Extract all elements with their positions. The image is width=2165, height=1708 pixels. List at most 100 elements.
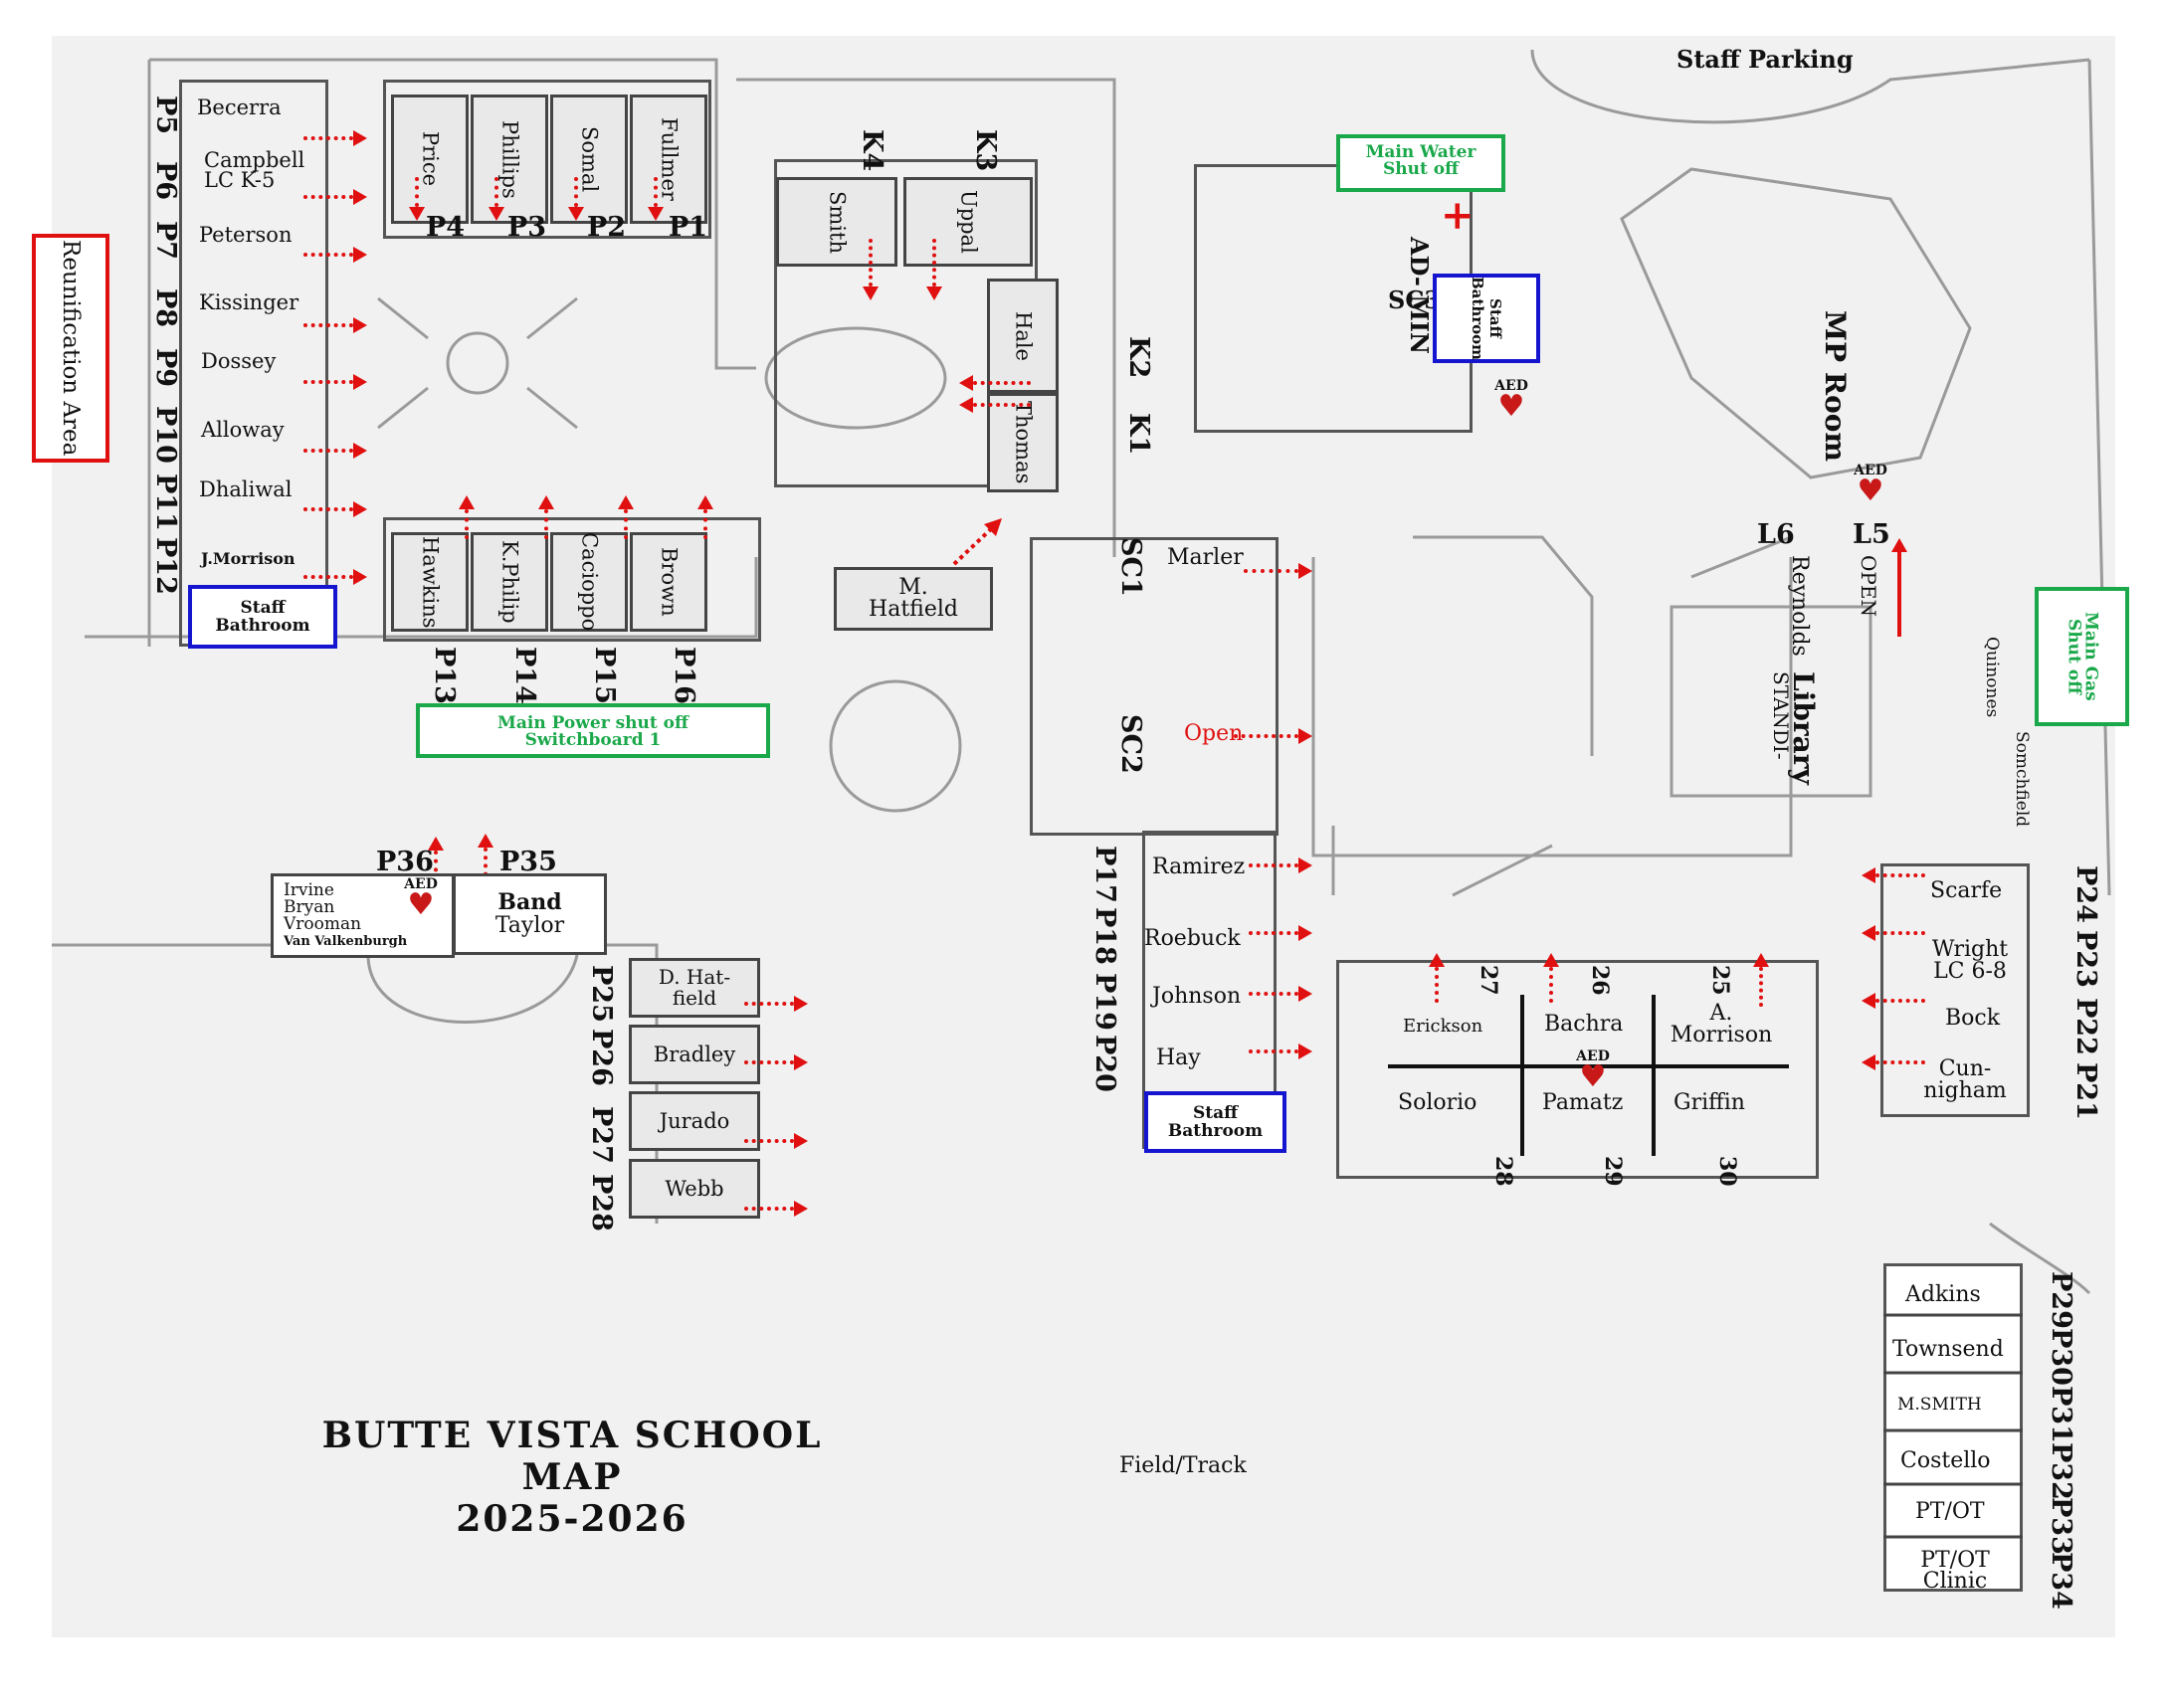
exit-arrow bbox=[1249, 925, 1312, 941]
room-uppal: Uppal bbox=[903, 177, 1033, 267]
exit-arrow bbox=[1862, 867, 1925, 883]
room-fullmer: Fullmer bbox=[630, 95, 707, 224]
room-phillips: Phillips bbox=[471, 95, 548, 224]
exit-arrow bbox=[744, 996, 808, 1012]
name-taylor: Taylor bbox=[494, 913, 565, 938]
code-l6: L6 bbox=[1757, 519, 1795, 550]
room-erickson: Erickson bbox=[1403, 1016, 1483, 1037]
staff-bathroom-hay: Staff Bathroom bbox=[1144, 1091, 1286, 1153]
code-l5: L5 bbox=[1853, 519, 1890, 550]
exit-arrow bbox=[303, 130, 367, 146]
map-title: BUTTE VISTA SCHOOL MAP 2025-2026 bbox=[284, 1415, 861, 1540]
code-sc1: SC1 bbox=[1115, 537, 1146, 597]
name-irvine: Irvine bbox=[284, 880, 334, 900]
code-p35: P35 bbox=[499, 847, 557, 877]
code-p29: P29 bbox=[2046, 1271, 2076, 1329]
aed-icon: AED♥ bbox=[1494, 378, 1528, 424]
exit-arrow bbox=[1891, 538, 1907, 637]
exit-arrow bbox=[1862, 1054, 1925, 1070]
room-townsend: Townsend bbox=[1892, 1337, 2004, 1362]
room-scarfe: Scarfe bbox=[1930, 878, 2003, 903]
room-hawkins: Hawkins bbox=[391, 532, 469, 632]
code-p16: P16 bbox=[669, 647, 699, 704]
name-bryan: Bryan bbox=[284, 897, 335, 917]
code-25: 25 bbox=[1707, 965, 1733, 996]
room-dossey: Dossey bbox=[201, 349, 277, 373]
code-k1: K1 bbox=[1123, 413, 1154, 456]
code-p27: P27 bbox=[586, 1106, 617, 1164]
code-30: 30 bbox=[1714, 1156, 1740, 1187]
exit-arrow bbox=[1249, 1044, 1312, 1059]
room-becerra: Becerra bbox=[197, 95, 282, 119]
room-alloway: Alloway bbox=[201, 418, 285, 442]
exit-arrow bbox=[303, 374, 367, 390]
room-open: Open bbox=[1184, 721, 1244, 746]
code-29: 29 bbox=[1600, 1156, 1626, 1187]
exit-arrow bbox=[959, 397, 1031, 413]
exit-arrow bbox=[959, 375, 1031, 391]
exit-arrow bbox=[1753, 953, 1769, 1007]
room-peterson: Peterson bbox=[199, 223, 293, 247]
aed-icon: AED♥ bbox=[1854, 463, 1887, 508]
aed-icon: AED♥ bbox=[1576, 1048, 1610, 1094]
exit-arrow bbox=[1543, 953, 1559, 1003]
exit-arrow bbox=[744, 1054, 808, 1070]
staff-bathroom-admin: Staff Bathroom bbox=[1433, 274, 1540, 363]
exit-arrow bbox=[303, 317, 367, 333]
room-smith: Smith bbox=[776, 177, 897, 267]
code-p10: P10 bbox=[150, 406, 181, 464]
room-price: Price bbox=[391, 95, 469, 224]
room-marler: Marler bbox=[1167, 545, 1244, 570]
title-line-1: BUTTE VISTA SCHOOL bbox=[321, 1415, 823, 1456]
main-power-shutoff: Main Power shut off Switchboard 1 bbox=[416, 703, 770, 758]
room-somal: Somal bbox=[550, 95, 628, 224]
room-m-smith: M.SMITH bbox=[1897, 1395, 1982, 1415]
room-bradley: Bradley bbox=[629, 1025, 760, 1084]
code-p3: P3 bbox=[507, 212, 547, 243]
mp-room-label: MP Room bbox=[1819, 310, 1852, 463]
room-dhaliwal: Dhaliwal bbox=[199, 477, 293, 501]
exit-arrow bbox=[1249, 986, 1312, 1002]
code-p24: P24 bbox=[2070, 865, 2101, 923]
right-wing bbox=[1880, 863, 2030, 1117]
code-p22: P22 bbox=[2070, 998, 2101, 1055]
code-p17: P17 bbox=[1089, 846, 1120, 903]
code-p14: P14 bbox=[509, 647, 540, 704]
room-roebuck: Roebuck bbox=[1144, 926, 1241, 951]
code-p18: P18 bbox=[1089, 907, 1120, 965]
room-somchfield: Somchfield bbox=[2012, 731, 2032, 828]
code-sc2: SC2 bbox=[1115, 714, 1146, 774]
map-background bbox=[52, 36, 2115, 1637]
left-building-top bbox=[383, 80, 711, 239]
room-johnson: Johnson bbox=[1152, 984, 1242, 1009]
admin-label: AD- MIN bbox=[1405, 237, 1434, 354]
exit-arrow bbox=[863, 239, 879, 300]
code-p7: P7 bbox=[150, 221, 181, 261]
room-bock: Bock bbox=[1945, 1006, 2001, 1031]
name-band: Band bbox=[497, 889, 562, 915]
code-p8: P8 bbox=[150, 288, 181, 328]
room-wright: Wright LC 6-8 bbox=[1931, 937, 2009, 984]
exit-arrow bbox=[303, 569, 367, 585]
title-line-3: 2025-2026 bbox=[456, 1498, 689, 1540]
code-k2: K2 bbox=[1123, 336, 1154, 379]
code-p6: P6 bbox=[150, 161, 181, 201]
exit-arrow bbox=[744, 1201, 808, 1217]
exit-arrow bbox=[1234, 728, 1312, 744]
code-p34: P34 bbox=[2046, 1552, 2076, 1610]
room-pt-ot-clinic: PT/OT Clinic bbox=[1920, 1548, 1990, 1594]
code-p23: P23 bbox=[2070, 930, 2101, 988]
room-pt-ot: PT/OT bbox=[1915, 1499, 1985, 1524]
room-bachra: Bachra bbox=[1544, 1012, 1624, 1037]
exit-arrow bbox=[409, 177, 425, 221]
code-p1: P1 bbox=[669, 212, 708, 243]
exit-arrow bbox=[744, 1133, 808, 1149]
room-cacioppo: Cacioppo bbox=[550, 532, 628, 632]
code-p31: P31 bbox=[2046, 1386, 2076, 1443]
exit-arrow bbox=[697, 495, 713, 539]
name-vrooman: Vrooman bbox=[284, 914, 362, 934]
code-p15: P15 bbox=[589, 647, 620, 704]
room-griffin: Griffin bbox=[1673, 1090, 1745, 1115]
code-p12: P12 bbox=[150, 537, 181, 595]
code-p13: P13 bbox=[429, 647, 460, 704]
